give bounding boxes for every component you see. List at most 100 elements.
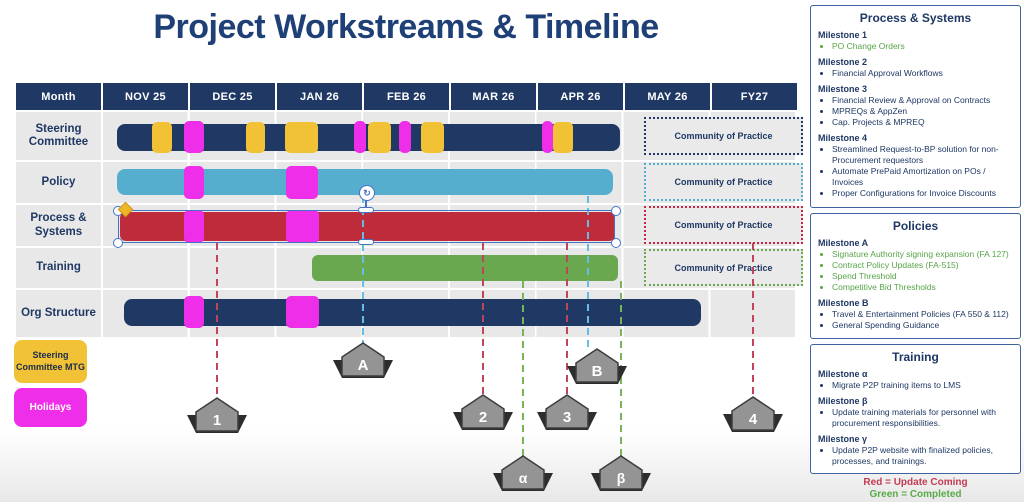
milestone-item: PO Change Orders (832, 41, 1013, 52)
milestone-item: Proper Configurations for Invoice Discou… (832, 188, 1013, 199)
panel-training[interactable]: Training Milestone α Migrate P2P trainin… (810, 344, 1021, 474)
selection-handle-top-mid[interactable] (358, 207, 374, 213)
milestone-block: Milestone α Migrate P2P training items t… (818, 369, 1013, 391)
footnote-red: Red = Update Coming (863, 477, 968, 488)
milestone-marker-beta[interactable]: β (589, 454, 653, 494)
milestone-heading: Milestone 2 (818, 57, 868, 68)
org-structure-bar[interactable] (124, 299, 701, 326)
milestone-heading: Milestone 3 (818, 84, 868, 95)
milestone-marker-alpha[interactable]: α (491, 454, 555, 494)
svg-text:β: β (617, 470, 626, 486)
panel-title: Policies (892, 219, 939, 233)
month-nov25: NOV 25 (103, 83, 188, 110)
holiday-segment (399, 121, 411, 153)
cop-box-steering[interactable]: Community of Practice (644, 117, 803, 155)
milestone-item: Spend Threshold (832, 271, 1013, 282)
panel-title: Training (892, 350, 939, 364)
milestone-marker-4[interactable]: 4 (721, 395, 785, 435)
milestone-item: General Spending Guidance (832, 320, 1013, 331)
milestone-item: Travel & Entertainment Policies (FA 550 … (832, 309, 1013, 320)
holiday-segment (184, 296, 204, 328)
milestone-marker-b[interactable]: B (565, 347, 629, 387)
milestone-block: Milestone 4 Streamlined Request-to-BP so… (818, 133, 1013, 199)
milestone-item: Competitive Bid Thresholds (832, 282, 1013, 293)
month-mar26: MAR 26 (451, 83, 536, 110)
milestone-heading: Milestone γ (818, 434, 868, 445)
milestone-block: Milestone A Signature Authority signing … (818, 238, 1013, 293)
cop-box-process-systems[interactable]: Community of Practice (644, 206, 803, 244)
row-label-steering-committee: Steering Committee (16, 112, 101, 160)
rotate-handle-icon[interactable]: ↻ (359, 185, 375, 201)
color-key-footnote: Red = Update Coming Green = Completed (810, 477, 1021, 501)
holiday-segment (184, 121, 204, 153)
mtg-segment (553, 122, 573, 153)
milestone-block: Milestone 1 PO Change Orders (818, 30, 1013, 52)
svg-text:α: α (519, 470, 528, 486)
legend-steering-mtg[interactable]: Steering Committee MTG (14, 340, 87, 383)
mtg-segment (421, 122, 444, 153)
milestone-item: Financial Review & Approval on Contracts (832, 95, 1013, 106)
cop-box-policy[interactable]: Community of Practice (644, 163, 803, 201)
holiday-segment (184, 166, 204, 199)
month-fy27: FY27 (712, 83, 797, 110)
selection-handle-bottom-right[interactable] (611, 238, 621, 248)
milestone-heading: Milestone 4 (818, 133, 868, 144)
panel-policies[interactable]: Policies Milestone A Signature Authority… (810, 213, 1021, 339)
rotate-handle-stem (365, 199, 367, 209)
row-label-training: Training (16, 248, 101, 288)
svg-text:1: 1 (213, 412, 221, 429)
month-jan26: JAN 26 (277, 83, 362, 110)
milestone-item: Financial Approval Workflows (832, 68, 1013, 79)
footnote-green: Green = Completed (869, 489, 962, 500)
selection-handle-bottom-mid[interactable] (358, 239, 374, 245)
training-bar[interactable] (312, 255, 618, 281)
milestone-item: Signature Authority signing expansion (F… (832, 249, 1013, 260)
mtg-segment (246, 122, 265, 153)
milestone-line-alpha (522, 281, 524, 456)
page-title[interactable]: Project Workstreams & Timeline (153, 8, 659, 46)
panel-title: Process & Systems (859, 11, 972, 25)
milestone-item: Contract Policy Updates (FA-515) (832, 260, 1013, 271)
month-header-cell: Month (16, 83, 101, 110)
svg-text:3: 3 (563, 409, 571, 426)
milestone-item: Streamlined Request-to-BP solution for n… (832, 144, 1013, 166)
milestone-block: Milestone B Travel & Entertainment Polic… (818, 298, 1013, 331)
milestone-heading: Milestone 1 (818, 30, 868, 40)
milestone-item: Cap. Projects & MPREQ (832, 117, 1013, 128)
month-dec25: DEC 25 (190, 83, 275, 110)
milestone-marker-3[interactable]: 3 (535, 393, 599, 433)
milestone-item: Automate PrePaid Amortization on POs / I… (832, 166, 1013, 188)
selection-handle-bottom-left[interactable] (113, 238, 123, 248)
milestone-marker-1[interactable]: 1 (185, 396, 249, 436)
holiday-segment (286, 210, 319, 243)
milestone-item: Migrate P2P training items to LMS (832, 380, 1013, 391)
holiday-segment (286, 296, 319, 328)
mtg-segment (152, 122, 172, 153)
month-header-row: NOV 25 DEC 25 JAN 26 FEB 26 MAR 26 APR 2… (103, 83, 797, 110)
holiday-segment (542, 121, 553, 153)
milestone-line-b (587, 196, 589, 349)
selection-handle-top-right[interactable] (611, 206, 621, 216)
holiday-segment (354, 121, 366, 153)
month-apr26: APR 26 (538, 83, 623, 110)
month-feb26: FEB 26 (364, 83, 449, 110)
cop-box-training[interactable]: Community of Practice (644, 249, 803, 286)
holiday-segment (286, 166, 318, 199)
milestone-marker-a[interactable]: A (331, 341, 395, 381)
milestone-line-4 (752, 243, 754, 397)
svg-text:B: B (592, 363, 603, 380)
milestone-heading: Milestone β (818, 396, 868, 407)
milestone-block: Milestone 3 Financial Review & Approval … (818, 84, 1013, 128)
milestone-item: Update P2P website with finalized polici… (832, 445, 1013, 467)
milestone-heading: Milestone A (818, 238, 869, 248)
svg-text:2: 2 (479, 409, 487, 426)
milestone-line-3 (566, 243, 568, 395)
panel-process-systems[interactable]: Process & Systems Milestone 1 PO Change … (810, 5, 1021, 208)
milestone-block: Milestone γ Update P2P website with fina… (818, 434, 1013, 467)
milestone-item: MPREQs & AppZen (832, 106, 1013, 117)
mtg-segment (368, 122, 391, 153)
month-may26: MAY 26 (625, 83, 710, 110)
legend-holidays[interactable]: Holidays (14, 388, 87, 427)
holiday-segment (184, 210, 204, 243)
milestone-marker-2[interactable]: 2 (451, 393, 515, 433)
